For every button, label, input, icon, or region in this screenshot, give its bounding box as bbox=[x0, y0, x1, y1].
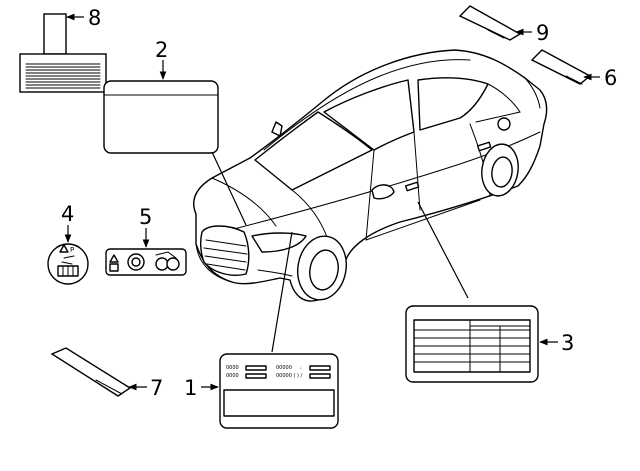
car-illustration bbox=[193, 49, 548, 302]
callout-8: 8 bbox=[88, 6, 101, 30]
label1-text-r2b: 00000 ( ) / bbox=[276, 373, 303, 379]
callout-1: 1 bbox=[184, 376, 197, 400]
label-1: 0000 00000 : 0000 00000 ( ) / bbox=[219, 353, 339, 429]
callout-5: 5 bbox=[139, 205, 152, 229]
windshield bbox=[254, 111, 373, 191]
side-mirror bbox=[371, 184, 395, 200]
label-9 bbox=[458, 5, 522, 41]
callout-4: 4 bbox=[61, 202, 74, 226]
fuel-door bbox=[497, 117, 511, 131]
callout-6: 6 bbox=[604, 66, 617, 90]
label1-text-r2a: 0000 bbox=[226, 373, 239, 379]
label1-text-r1b: 00000 bbox=[276, 365, 292, 371]
label-7 bbox=[50, 347, 132, 397]
callout-9: 9 bbox=[536, 21, 549, 45]
headlight bbox=[251, 232, 307, 253]
label-2 bbox=[103, 80, 219, 154]
label1-text-r1c: : bbox=[300, 365, 302, 371]
label1-text-r1a: 0000 bbox=[226, 365, 239, 371]
callout-7: 7 bbox=[150, 376, 163, 400]
label-6 bbox=[530, 49, 592, 85]
rear-wheel bbox=[481, 143, 519, 197]
label-3 bbox=[405, 305, 539, 383]
front-side-window bbox=[323, 79, 415, 151]
label4-mark: P bbox=[70, 246, 74, 254]
label-5 bbox=[105, 248, 187, 276]
callout-2: 2 bbox=[155, 38, 168, 62]
label-4: P bbox=[47, 243, 89, 285]
callout-3: 3 bbox=[561, 331, 574, 355]
label-8 bbox=[19, 13, 107, 93]
front-wheel bbox=[297, 235, 347, 301]
